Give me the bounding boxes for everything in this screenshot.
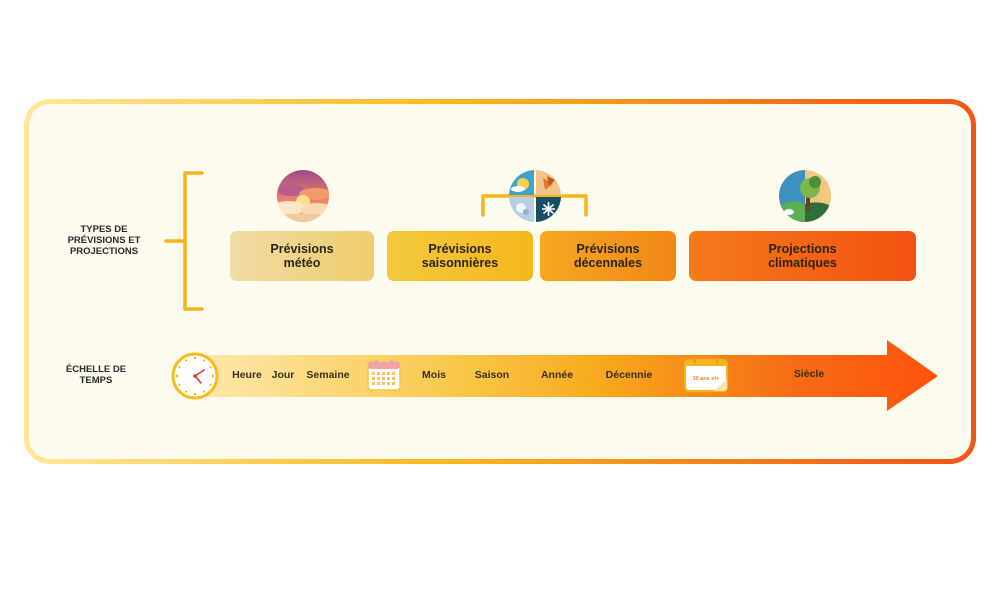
forecast-box-seasonal: Prévisions saisonnières [387, 231, 533, 281]
tick-siecle: Siècle [793, 368, 825, 380]
forecast-box-weather: Prévisions météo [230, 231, 374, 281]
tick-jour: Jour [271, 369, 295, 381]
forecast-box-label: Prévisions météo [270, 242, 334, 270]
calendar-icon [367, 359, 401, 391]
forecast-box-label: Prévisions saisonnières [421, 242, 499, 270]
forecast-box-label: Projections climatiques [768, 242, 837, 270]
scale-row-label: ÉCHELLE DE TEMPS [65, 364, 127, 386]
tick-heure: Heure [232, 369, 262, 381]
tick-semaine: Semaine [306, 369, 350, 381]
clock-icon [171, 352, 219, 400]
sunset-clouds-icon [277, 170, 329, 222]
forecast-box-label: Prévisions décennales [573, 242, 643, 270]
seasonal-decadal-bracket [481, 194, 588, 217]
forecast-box-decadal: Prévisions décennales [540, 231, 676, 281]
types-bracket [164, 171, 204, 311]
tick-mois: Mois [422, 369, 446, 381]
tick-saison: Saison [474, 369, 510, 381]
calendar-30-years-icon: 30 ans et+ [684, 357, 729, 393]
types-row-label: TYPES DE PRÉVISIONS ET PROJECTIONS [67, 224, 141, 257]
forecast-box-climate: Projections climatiques [689, 231, 916, 281]
tick-annee: Année [540, 369, 574, 381]
tick-decennie: Décennie [605, 369, 653, 381]
badge-30-years-text: 30 ans et+ [693, 376, 720, 382]
diagram-frame [24, 99, 976, 464]
